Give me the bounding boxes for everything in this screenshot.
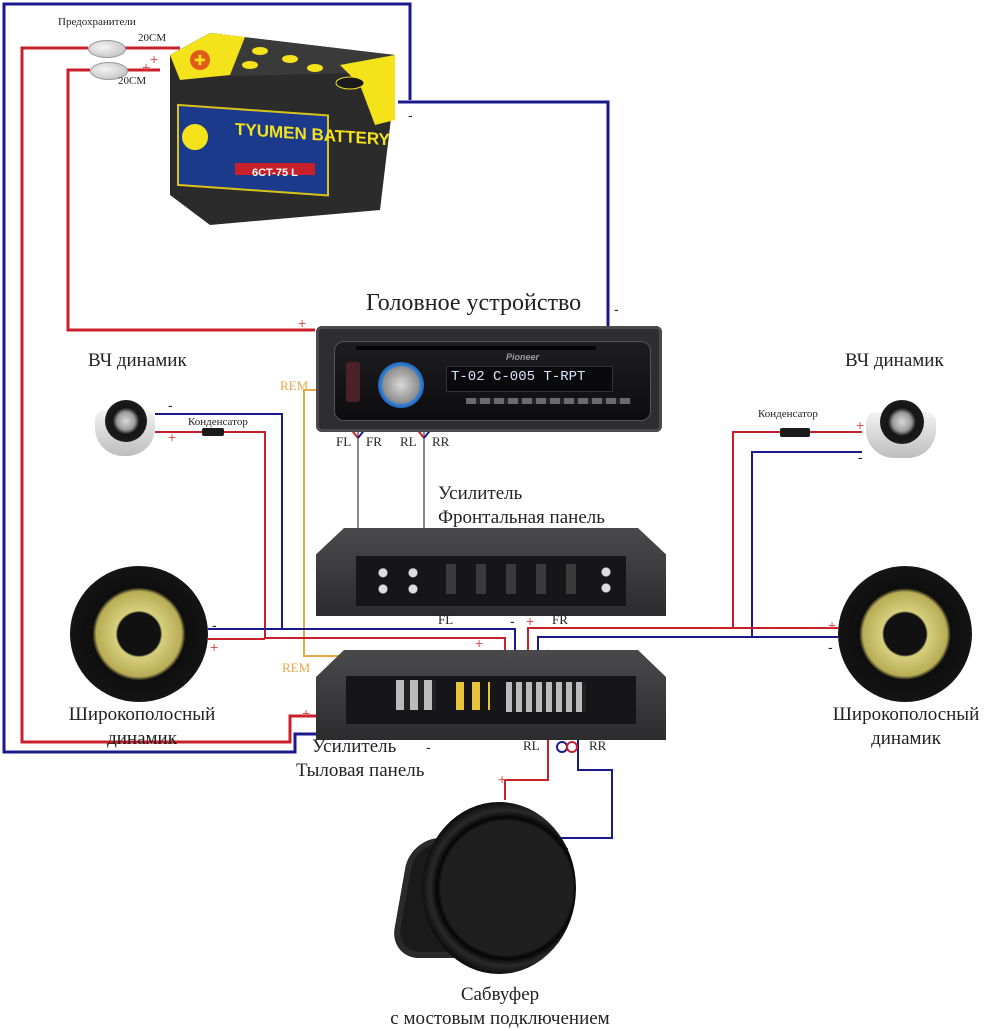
- power-terminals: [396, 680, 436, 710]
- ground-wire-head-unit: [398, 100, 610, 328]
- svg-text:✚: ✚: [194, 52, 206, 68]
- head-unit-fl-label: FL: [336, 434, 352, 449]
- display-text: T-02 C-005 T-RPT: [451, 369, 586, 385]
- head-unit-rr-label: RR: [432, 434, 450, 449]
- plus-sign: +: [475, 635, 484, 651]
- fuses-amp: [456, 682, 490, 710]
- minus-sign: -: [168, 397, 173, 413]
- left-woofer: [70, 566, 208, 702]
- plus-sign: +: [168, 429, 177, 445]
- cd-slot: [356, 346, 596, 350]
- rem-label-bottom: REM: [282, 660, 311, 675]
- fuse-1: [88, 40, 126, 58]
- preset-buttons[interactable]: [466, 398, 631, 404]
- plus-sign: +: [856, 417, 865, 433]
- amp-rl-label: RL: [523, 738, 540, 753]
- plus-sign: +: [150, 51, 159, 67]
- eject-button[interactable]: [346, 362, 360, 402]
- right-tweeter: [866, 400, 936, 462]
- subwoofer-label-2: с мостовым подключением: [390, 1008, 610, 1029]
- head-unit: T-02 C-005 T-RPT Pioneer: [316, 326, 662, 432]
- right-capacitor-label: Конденсатор: [758, 408, 818, 420]
- left-capacitor: [202, 428, 224, 436]
- head-unit-rl-label: RL: [400, 434, 417, 449]
- rem-label-top: REM: [280, 378, 309, 393]
- fuse-2: [90, 62, 128, 80]
- plus-sign: +: [302, 705, 311, 721]
- right-woofer: [838, 566, 972, 702]
- fuse-distance-1: 20CM: [138, 32, 167, 44]
- gain-knobs: [446, 564, 576, 594]
- speaker-terminals: [506, 682, 586, 712]
- bridge-terminal-plus-icon: [566, 741, 578, 753]
- left-tweeter: [95, 400, 155, 462]
- subwoofer-positive: [504, 705, 549, 800]
- right-capacitor: [780, 428, 810, 437]
- fuse-distance-2: 20CM: [118, 75, 147, 87]
- head-unit-fr-label: FR: [366, 434, 382, 449]
- minus-sign: -: [426, 739, 431, 755]
- minus-sign: -: [828, 639, 833, 655]
- left-capacitor-label: Конденсатор: [188, 416, 248, 428]
- amp-front-label-2: Фронтальная панель: [438, 507, 605, 528]
- left-woofer-label-2: динамик: [107, 728, 177, 749]
- battery: ✚ TYUMEN BATTERY 6CT-75 L: [150, 25, 400, 230]
- line-output: [596, 564, 616, 596]
- volume-knob[interactable]: [378, 362, 424, 408]
- minus-sign: -: [858, 449, 863, 465]
- amplifier-front-panel: [316, 528, 666, 616]
- amp-fr-label: FR: [552, 612, 568, 627]
- rca-inputs: [371, 562, 431, 598]
- amp-rear-label-1: Усилитель: [312, 736, 397, 757]
- plus-sign: +: [526, 613, 535, 629]
- right-woofer-label-2: динамик: [871, 728, 941, 749]
- plus-sign: +: [210, 639, 219, 655]
- plus-sign: +: [142, 59, 151, 75]
- subwoofer-negative: [560, 705, 613, 839]
- power-wire-head-unit: [66, 68, 315, 332]
- minus-sign: -: [546, 641, 551, 657]
- left-tweeter-label: ВЧ динамик: [88, 350, 187, 371]
- plus-sign: +: [498, 771, 507, 787]
- head-unit-minus-sign: -: [614, 301, 619, 317]
- amp-rear-label-2: Тыловая панель: [296, 760, 425, 781]
- amp-front-label-1: Усилитель: [438, 483, 523, 504]
- amp-fl-label: FL: [438, 612, 454, 627]
- head-unit-brand: Pioneer: [506, 352, 540, 362]
- minus-sign: -: [510, 613, 515, 629]
- display: [446, 366, 613, 392]
- amp-rr-label: RR: [589, 738, 607, 753]
- right-woofer-label-1: Широкополосный: [832, 704, 980, 725]
- left-woofer-label-1: Широкополосный: [68, 704, 216, 725]
- right-tweeter-label: ВЧ динамик: [845, 350, 944, 371]
- head-unit-label: Головное устройство: [366, 290, 582, 316]
- subwoofer-label-1: Сабвуфер: [460, 984, 540, 1005]
- minus-sign: -: [212, 617, 217, 633]
- battery-minus-sign: -: [408, 107, 413, 123]
- battery-model: 6CT-75 L: [252, 167, 298, 179]
- amplifier-rear-panel: [316, 650, 666, 740]
- head-unit-plus-sign: +: [298, 315, 307, 331]
- fuses-label: Предохранители: [58, 16, 136, 28]
- subwoofer: [389, 798, 578, 980]
- plus-sign: +: [828, 617, 837, 633]
